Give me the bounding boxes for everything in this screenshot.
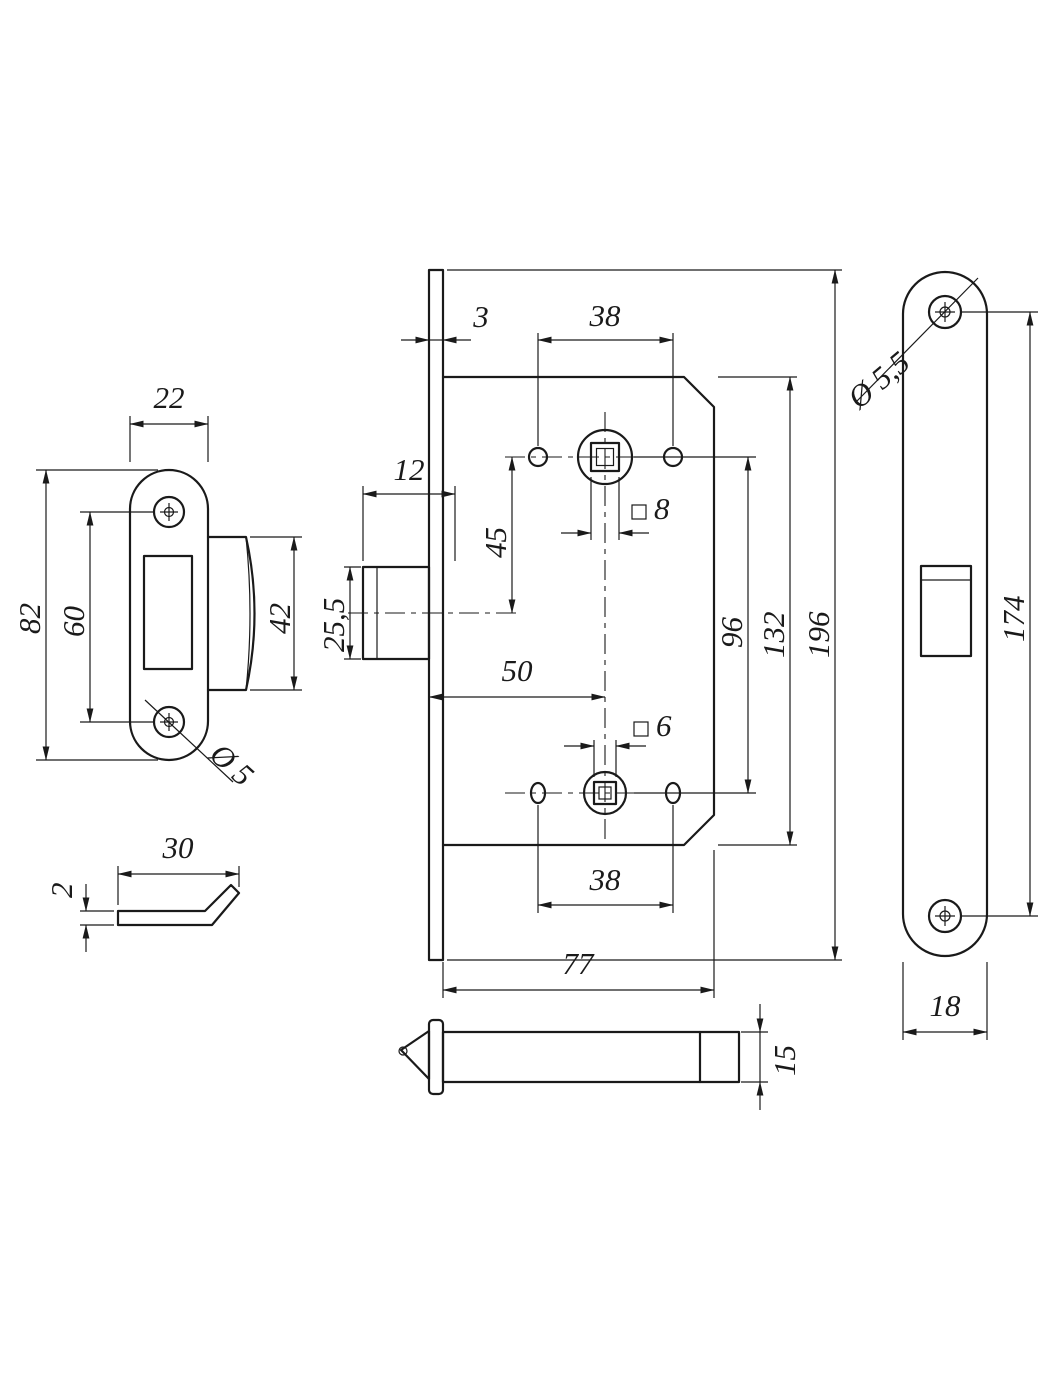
dust-flap-view: 30 2 xyxy=(44,830,241,952)
latch-side-view: 15 xyxy=(398,1004,802,1110)
dim-strike-hole-dia: Ø 5 xyxy=(144,699,261,793)
dim-label-strike-hole-dia: Ø 5 xyxy=(203,736,261,793)
square-symbol-icon xyxy=(633,721,649,737)
dim-strike-width: 22 xyxy=(129,380,209,462)
latch-bolt xyxy=(361,565,431,661)
strike-tab xyxy=(206,535,256,692)
privacy-spindle-hole-icon xyxy=(582,770,628,816)
faceplate-screw-bottom-icon xyxy=(927,898,963,934)
dim-flap-thickness: 2 xyxy=(44,883,114,952)
dim-label-face-width: 18 xyxy=(930,988,962,1023)
latch-tip xyxy=(399,1029,431,1081)
top-left-screw-hole xyxy=(527,446,549,468)
dim-label-face-screw-spacing: 174 xyxy=(996,596,1031,643)
dim-spindle-to-latch: 45 xyxy=(478,456,516,614)
faceplate-view: Ø 5,5 174 18 xyxy=(840,270,1038,1040)
dim-label-faceplate-thickness: 3 xyxy=(472,299,489,334)
dim-label-bottom-screw-spacing: 38 xyxy=(589,862,622,897)
dim-faceplate-side-width: 15 xyxy=(741,1004,802,1110)
dim-face-width: 18 xyxy=(902,962,988,1040)
dim-label-face-hole-dia: Ø 5,5 xyxy=(840,344,916,416)
dim-label-strike-screw-spacing: 60 xyxy=(56,606,91,638)
dim-label-backset: 50 xyxy=(502,653,534,688)
dim-top-screw-spacing: 38 xyxy=(537,298,674,446)
dim-face-hole-dia: Ø 5,5 xyxy=(840,277,979,416)
dim-backset: 50 xyxy=(428,653,606,701)
faceplate-outline xyxy=(901,270,989,958)
dim-label-strike-tab-height: 42 xyxy=(262,603,297,634)
dim-label-privacy-square: 6 xyxy=(656,708,672,743)
spindle-hole-icon xyxy=(576,428,634,486)
latch-bar-side xyxy=(441,1030,741,1084)
faceplate-cutout xyxy=(919,564,973,658)
dim-bottom-screw-spacing: 38 xyxy=(537,805,674,913)
dim-label-faceplate-side-width: 15 xyxy=(767,1045,802,1076)
square-symbol-icon xyxy=(631,504,647,520)
dim-label-flap-thickness: 2 xyxy=(44,883,79,899)
dim-label-case-depth: 77 xyxy=(563,946,596,981)
dust-flap-outline xyxy=(116,883,241,927)
dim-faceplate-thickness: 3 xyxy=(401,299,489,344)
strike-screw-top-icon xyxy=(152,495,186,529)
strike-plate-outline xyxy=(128,468,210,762)
dim-strike-height: 82 xyxy=(12,469,158,761)
bottom-left-screw-slot xyxy=(529,781,547,805)
dim-case-depth: 77 xyxy=(442,850,715,998)
dim-latch-projection: 12 xyxy=(362,452,456,561)
dim-label-latch-projection: 12 xyxy=(394,452,425,487)
dim-faceplate-height: 196 xyxy=(447,269,842,961)
dim-label-spindle-spacing: 96 xyxy=(714,617,749,649)
faceplate-edge-side xyxy=(427,1018,445,1096)
dim-label-case-height: 132 xyxy=(756,612,791,659)
dim-spindle-spacing: 96 xyxy=(634,456,756,794)
lock-case-outline xyxy=(441,375,716,847)
dim-privacy-square: 6 xyxy=(564,708,672,777)
dim-label-spindle-to-latch: 45 xyxy=(478,527,513,558)
dim-label-latch-height: 25,5 xyxy=(316,598,351,652)
dim-face-screw-spacing: 174 xyxy=(962,311,1038,917)
dim-flap-length: 30 xyxy=(117,830,240,905)
dim-label-strike-width: 22 xyxy=(154,380,185,415)
dim-label-flap-length: 30 xyxy=(162,830,195,865)
dim-label-top-screw-spacing: 38 xyxy=(589,298,622,333)
dim-strike-screw-spacing: 60 xyxy=(56,511,154,723)
dim-label-spindle-square: 8 xyxy=(654,491,670,526)
dim-label-strike-height: 82 xyxy=(12,603,47,634)
strike-cutout xyxy=(142,554,194,671)
strike-tab-inner-line xyxy=(245,536,251,691)
latch-tip-detail xyxy=(398,1046,408,1056)
dim-label-faceplate-height: 196 xyxy=(801,611,836,658)
dim-strike-tab-height: 42 xyxy=(250,536,302,691)
lock-body-view: 3 38 12 45 8 xyxy=(316,268,842,998)
dim-latch-height: 25,5 xyxy=(316,566,361,660)
dim-case-height: 132 xyxy=(718,376,797,846)
dim-spindle-square: 8 xyxy=(561,477,670,540)
lock-faceplate-edge xyxy=(427,268,445,962)
strike-plate-view: 22 82 60 42 Ø 5 xyxy=(12,380,302,793)
